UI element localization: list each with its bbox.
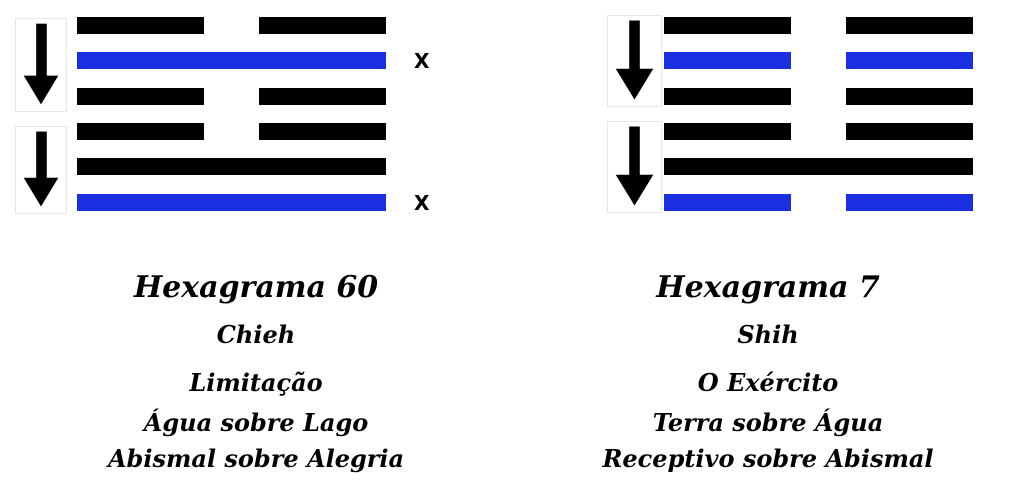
- hexagram-name: Limitação: [189, 368, 323, 397]
- line-segment: [846, 88, 973, 105]
- line-segment: [846, 17, 973, 34]
- down-arrow-icon: [23, 23, 59, 105]
- yin-line: [664, 88, 973, 105]
- yin-line: [77, 88, 386, 105]
- yang-line: [77, 158, 386, 175]
- yang-line-changing: [77, 194, 386, 211]
- hexagram-trigrams: Água sobre Lago: [143, 408, 369, 437]
- yin-line: [77, 17, 386, 34]
- line-segment: [77, 88, 204, 105]
- line-segment: [259, 17, 386, 34]
- line-segment: [259, 88, 386, 105]
- down-arrow-icon: [23, 131, 59, 207]
- line-segment: [664, 88, 791, 105]
- yin-line-changing: [664, 194, 973, 211]
- line-segment: [259, 123, 386, 140]
- line-segment: [664, 17, 791, 34]
- change-mark: X: [414, 49, 430, 73]
- down-arrow-icon: [615, 126, 654, 206]
- lower-trigram-arrow-box: [15, 126, 67, 214]
- yin-line-changing: [664, 52, 973, 69]
- yin-line: [664, 17, 973, 34]
- hexagram-name: O Exército: [697, 368, 839, 397]
- yin-line: [77, 123, 386, 140]
- hexagram-60-panel: X X Hexagrama 60 Chieh Limitação Água so…: [15, 17, 430, 473]
- line-segment: [77, 52, 386, 69]
- change-mark: X: [414, 191, 430, 215]
- hexagram-trigrams: Terra sobre Água: [652, 408, 884, 437]
- line-segment: [664, 194, 791, 211]
- upper-trigram-arrow-box: [15, 18, 67, 112]
- line-segment: [664, 123, 791, 140]
- line-segment: [77, 194, 386, 211]
- line-segment: [77, 17, 204, 34]
- line-segment: [77, 123, 204, 140]
- hexagram-attributes: Abismal sobre Alegria: [107, 444, 405, 473]
- line-segment: [846, 52, 973, 69]
- hexagram-chinese-name: Shih: [737, 320, 799, 349]
- hexagram-title: Hexagrama 60: [133, 270, 379, 305]
- line-segment: [77, 158, 386, 175]
- down-arrow-icon: [615, 20, 654, 100]
- line-segment: [664, 52, 791, 69]
- line-segment: [664, 158, 973, 175]
- hexagram-attributes: Receptivo sobre Abismal: [602, 444, 934, 473]
- hexagram-title: Hexagrama 7: [656, 270, 880, 305]
- hexagram-7-panel: Hexagrama 7 Shih O Exército Terra sobre …: [512, 0, 1024, 503]
- yang-line: [664, 158, 973, 175]
- hexagram-chinese-name: Chieh: [216, 320, 296, 349]
- line-segment: [846, 123, 973, 140]
- upper-trigram-arrow-box: [607, 15, 662, 107]
- lower-trigram-arrow-box: [607, 121, 662, 213]
- yin-line: [664, 123, 973, 140]
- line-segment: [846, 194, 973, 211]
- yang-line-changing: [77, 52, 386, 69]
